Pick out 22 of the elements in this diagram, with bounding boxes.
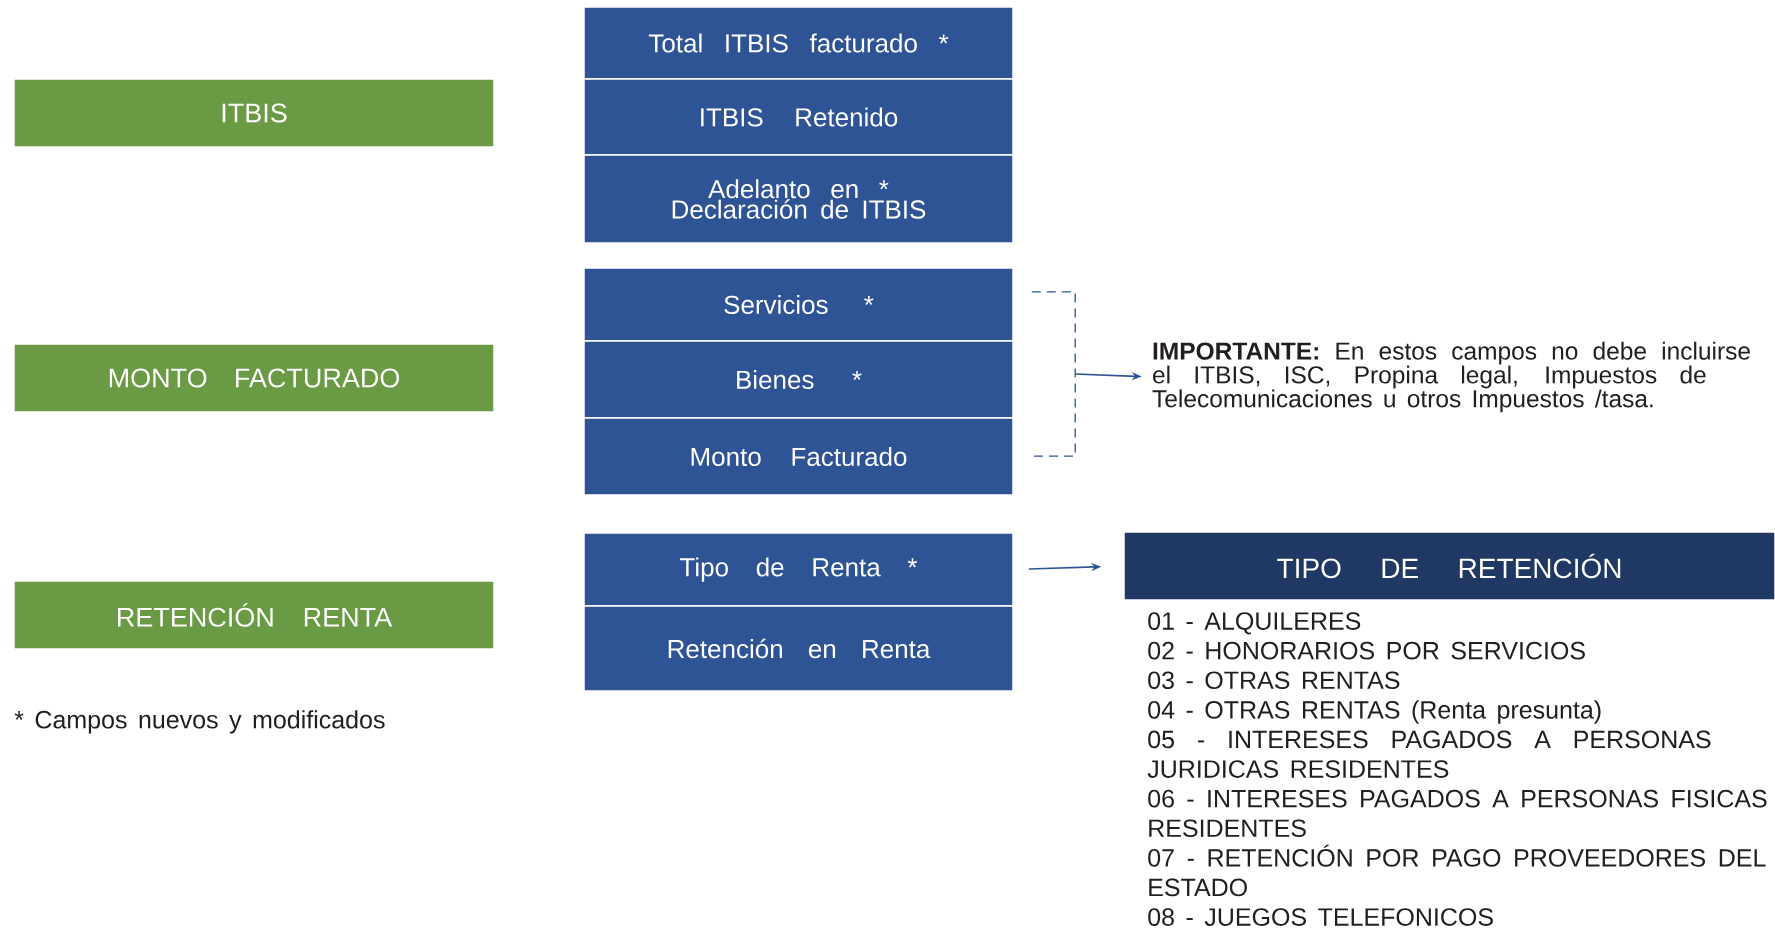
field-box: Monto Facturado	[583, 417, 1014, 496]
bracket	[1031, 291, 1076, 457]
field-box: Tipo de Renta *	[583, 532, 1014, 607]
section-box: MONTO FACTURADO	[13, 343, 495, 413]
list-item: 04 - OTRAS RENTAS (Renta presunta)	[1148, 700, 1601, 724]
field-box: ITBIS Retenido	[583, 78, 1014, 156]
list-item: 06 - INTERESES PAGADOS A PERSONAS FISICAS RESIDENTES	[1148, 789, 1767, 838]
section-box: ITBIS	[13, 78, 495, 148]
note-text: IMPORTANTE: En estos campos no debe incluirse el ITBIS, ISC, Propina legal, Impuestos de Telecomunicaciones u otros Impuestos /tasa.	[1152, 341, 1750, 413]
list-item: 05 - INTERESES PAGADOS A PERSONAS JURIDICAS RESIDENTES	[1147, 730, 1711, 778]
field-box: Bienes *	[583, 340, 1014, 419]
list-item: 03 - OTRAS RENTAS	[1148, 671, 1400, 690]
field-box: Adelanto en * Declaración de ITBIS	[583, 154, 1014, 244]
header-box: TIPO DE RETENCIÓN	[1123, 531, 1775, 601]
section-box: RETENCIÓN RENTA	[13, 580, 495, 650]
field-box: Retención en Renta	[583, 605, 1014, 692]
field-box: Total ITBIS facturado *	[583, 6, 1014, 80]
list-item: 02 - HONORARIOS POR SERVICIOS	[1148, 641, 1585, 660]
list-item: 08 - JUEGOS TELEFONICOS	[1148, 908, 1493, 926]
field-box: Servicios *	[583, 267, 1014, 342]
list-item: 07 - RETENCIÓN POR PAGO PROVEEDORES DEL ESTADO	[1148, 844, 1766, 897]
footnote-text: * Campos nuevos y modificados	[14, 710, 385, 734]
